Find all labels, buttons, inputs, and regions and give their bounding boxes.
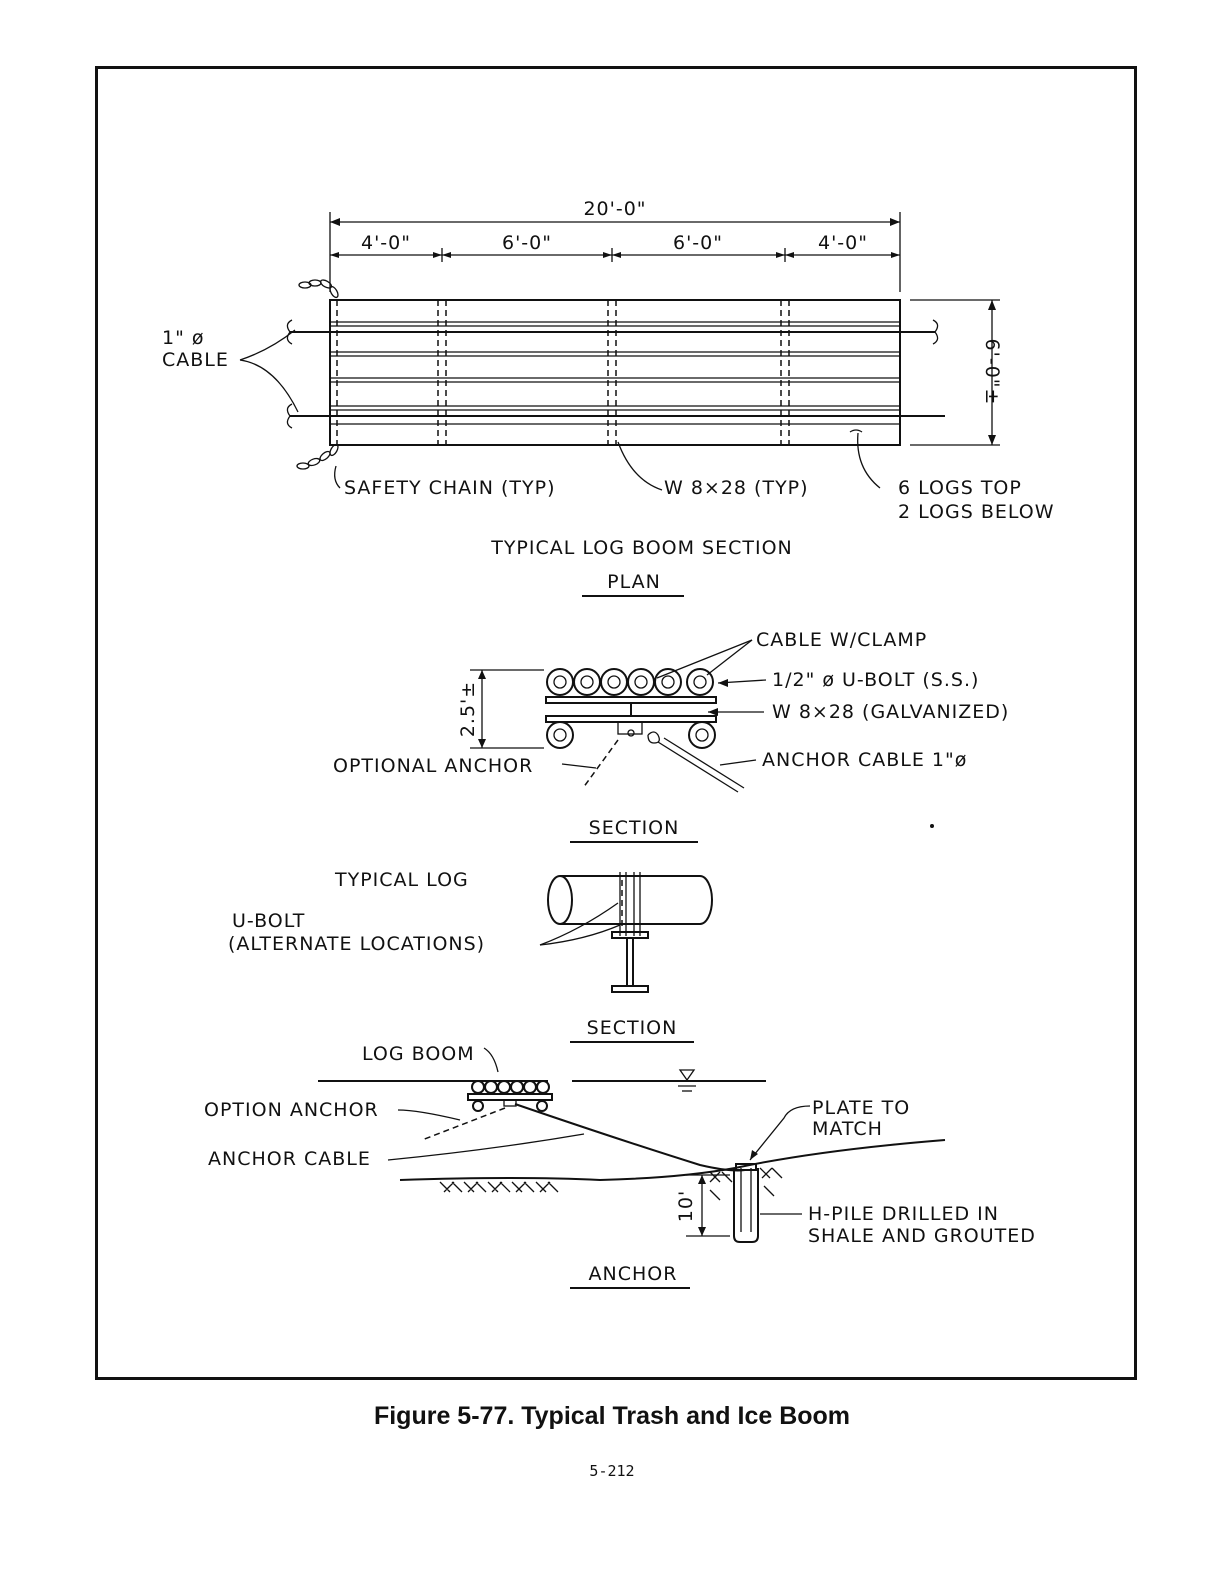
plate-label-2: MATCH <box>812 1118 883 1140</box>
dim-segment-2: 6'-0" <box>502 232 552 254</box>
ground-hatch <box>439 1167 783 1201</box>
top-logs <box>546 668 714 696</box>
log-boom-plan <box>329 299 901 446</box>
logs-label-2: 2 LOGS BELOW <box>898 501 1055 523</box>
plan-view: 20'-0" 4'-0" 6'-0" 6'-0" 4'-0" <box>162 198 1055 597</box>
anchor-cable-label-2: ANCHOR CABLE <box>208 1148 371 1170</box>
anchor-cable-label: ANCHOR CABLE 1"ø <box>762 749 967 771</box>
safety-chain-bottom <box>296 443 339 470</box>
section2-title: SECTION <box>587 1017 678 1039</box>
anchor-view: 10' LOG BOOM OPTION ANCHOR ANCHOR CABLE … <box>204 1043 1036 1289</box>
cable-size-label: 1" ø <box>162 327 205 349</box>
dim-segment-3: 6'-0" <box>673 232 723 254</box>
typical-log-label: TYPICAL LOG <box>334 869 469 891</box>
beam-label: W 8×28 (TYP) <box>664 477 809 499</box>
dim-segment-4: 4'-0" <box>818 232 868 254</box>
plan-title: PLAN <box>607 571 661 593</box>
section-view-2: TYPICAL LOG U-BOLT (ALTERNATE LOCATIONS)… <box>228 869 713 1043</box>
dim-width: 6'-0"± <box>981 339 1003 406</box>
safety-chain-label: SAFETY CHAIN (TYP) <box>344 477 556 499</box>
dim-segment-1: 4'-0" <box>361 232 411 254</box>
ubolt-alt-label-1: U-BOLT <box>232 910 305 932</box>
anchor-title: ANCHOR <box>589 1263 678 1285</box>
cable-clamp-label: CABLE W/CLAMP <box>756 629 927 651</box>
section1-height: 2.5'± <box>457 681 479 737</box>
hpile-label-1: H-PILE DRILLED IN <box>808 1203 999 1225</box>
drawing-frame <box>95 66 1137 1380</box>
logs-label-1: 6 LOGS TOP <box>898 477 1022 499</box>
figure-caption: Figure 5-77. Typical Trash and Ice Boom <box>373 1402 851 1430</box>
plate-label-1: PLATE TO <box>812 1097 910 1119</box>
section-view-1: 2.5'± CABLE W/CLAMP 1/2" ø U-BOLT (S.S.)… <box>333 629 1009 843</box>
ubolt-alt-label-2: (ALTERNATE LOCATIONS) <box>228 933 485 955</box>
beam-galv-label: W 8×28 (GALVANIZED) <box>772 701 1009 723</box>
dim-total: 20'-0" <box>583 198 646 220</box>
ubolt-label: 1/2" ø U-BOLT (S.S.) <box>772 669 979 691</box>
cable-label: CABLE <box>162 349 229 371</box>
log-boom-label: LOG BOOM <box>362 1043 475 1065</box>
option-anchor-label: OPTION ANCHOR <box>204 1099 379 1121</box>
section1-title: SECTION <box>589 817 680 839</box>
page-number: 5-212 <box>589 1462 635 1480</box>
plan-subtitle: TYPICAL LOG BOOM SECTION <box>490 537 793 559</box>
depth-dim: 10' <box>675 1190 697 1222</box>
hpile-label-2: SHALE AND GROUTED <box>808 1225 1036 1247</box>
safety-chain-top <box>298 279 339 299</box>
optional-anchor-label: OPTIONAL ANCHOR <box>333 755 533 777</box>
